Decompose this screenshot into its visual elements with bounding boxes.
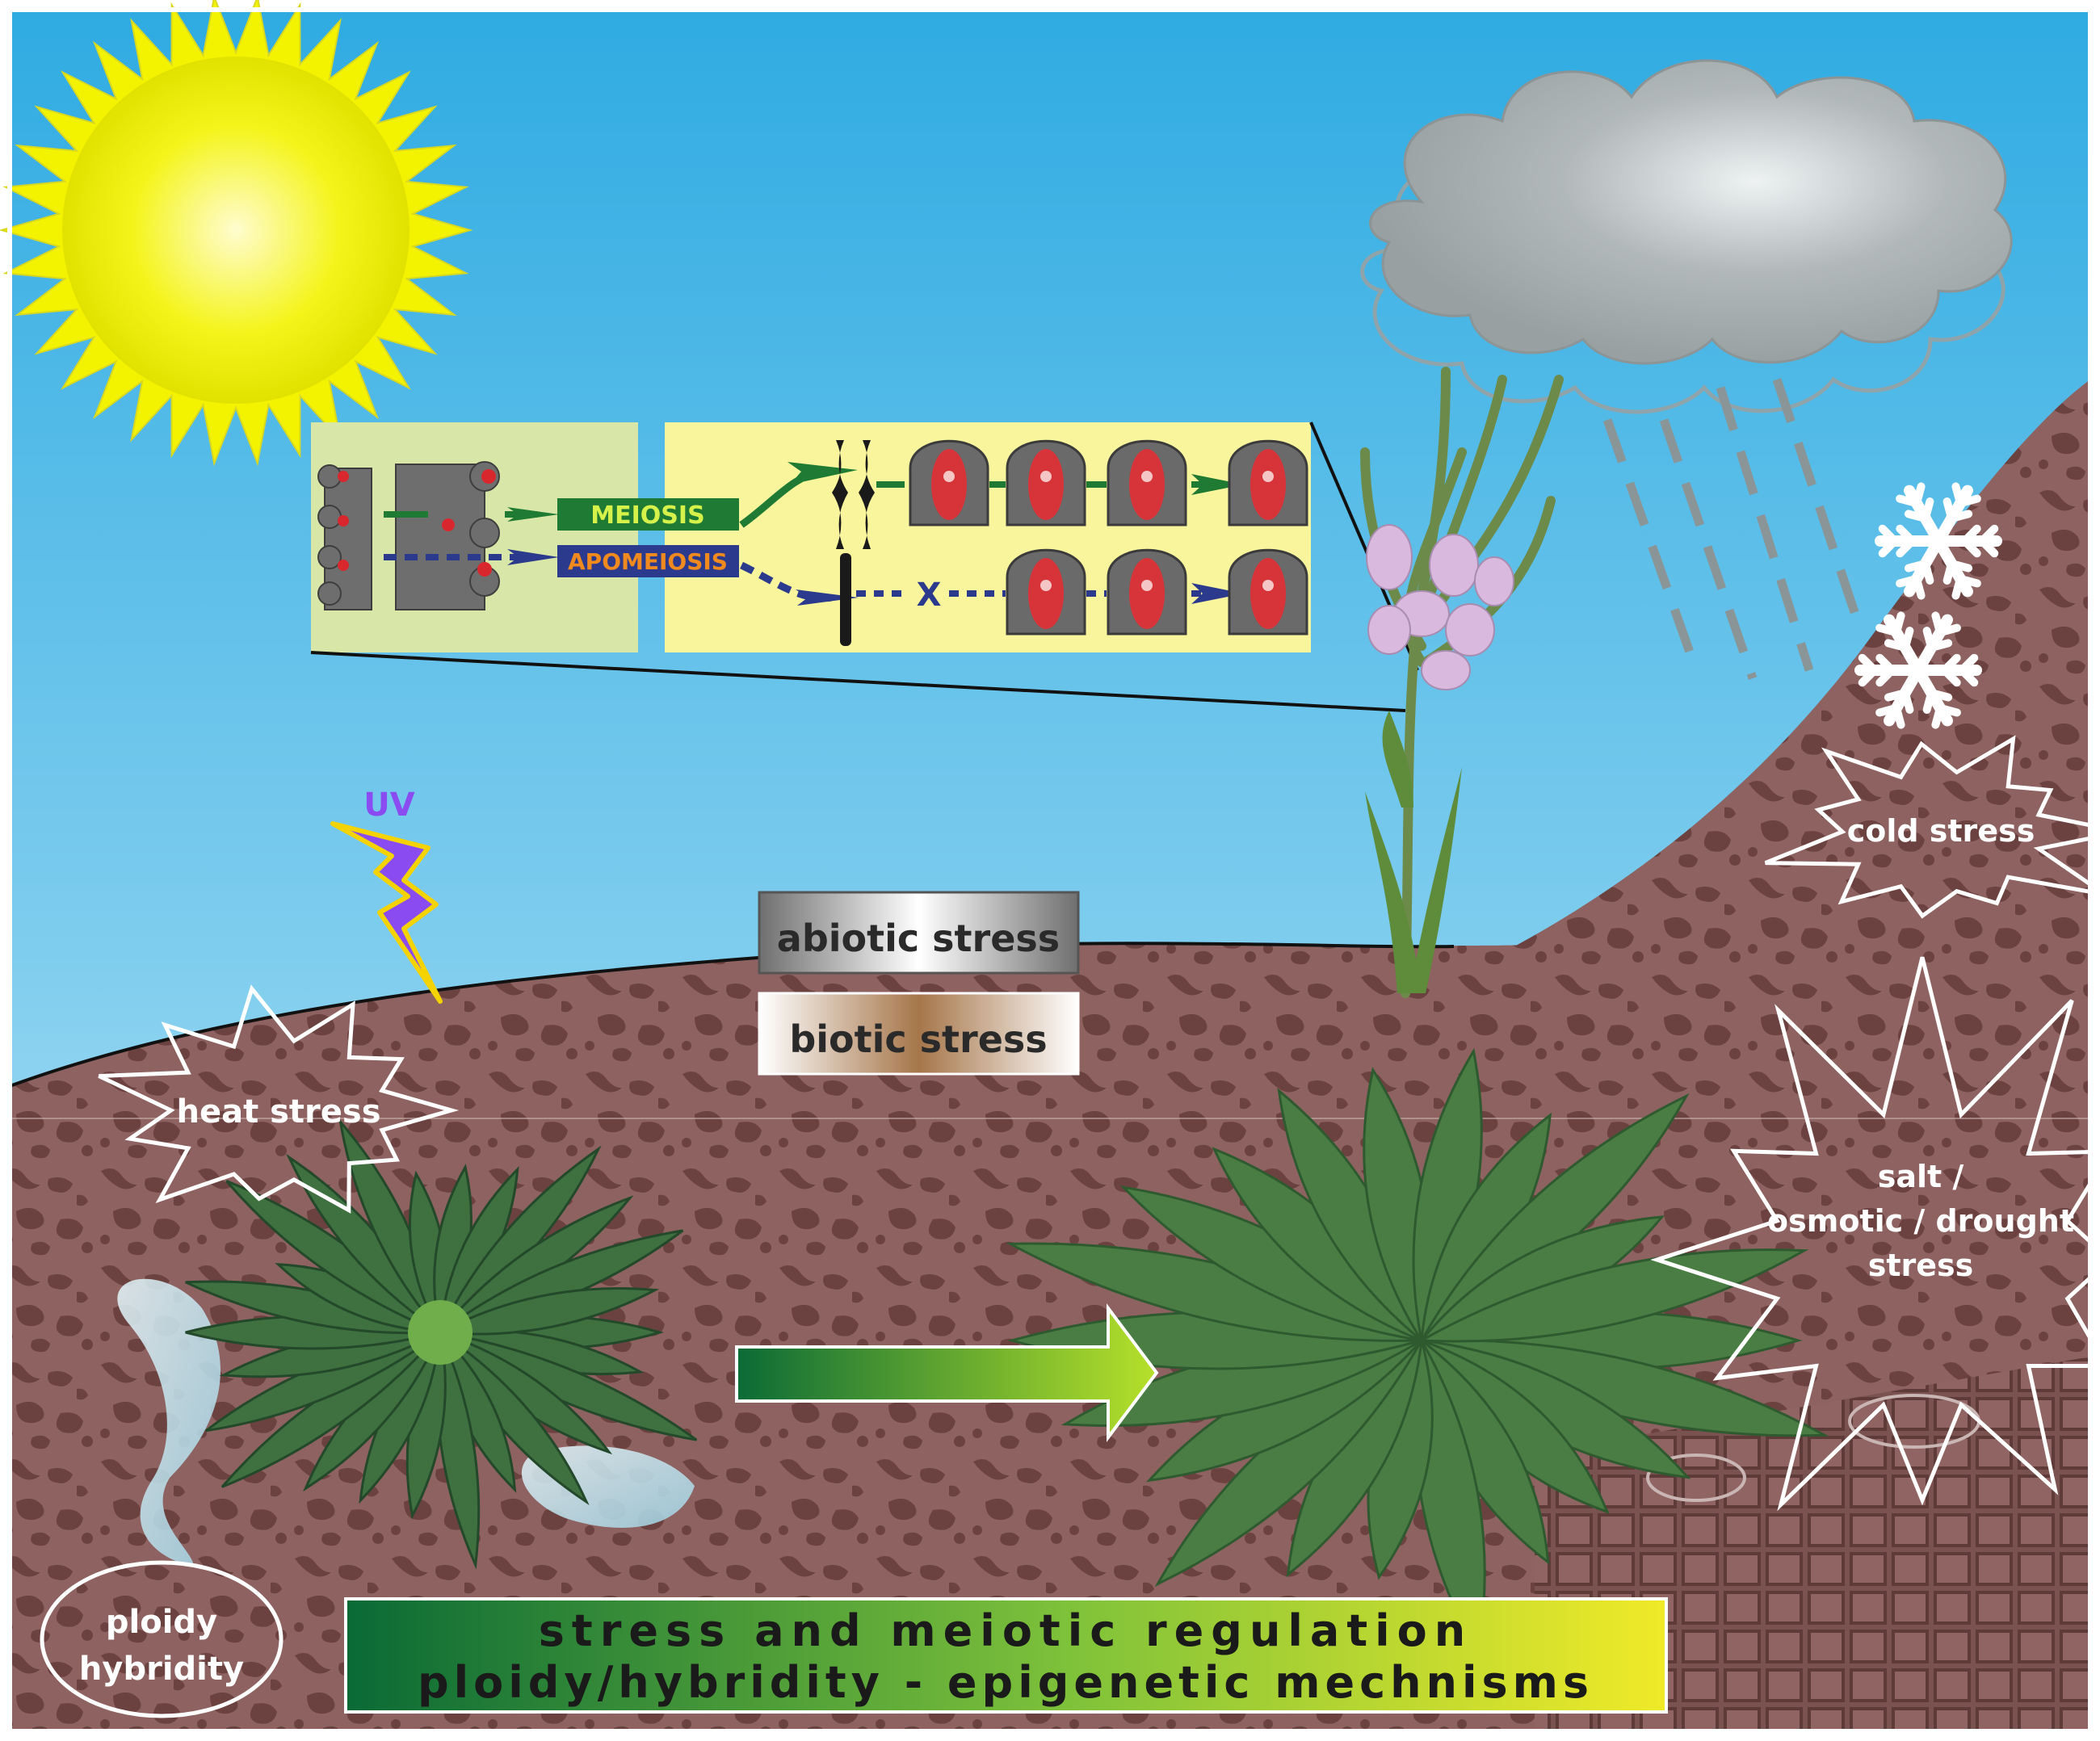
sun-icon — [0, 0, 473, 467]
soil-ring — [1646, 1454, 1746, 1502]
heat-stress-label: heat stress — [176, 1093, 380, 1131]
heat-stress-burst — [98, 984, 460, 1214]
biotic-stress-box: biotic stress — [758, 992, 1080, 1076]
flowering-plant — [1006, 367, 1829, 1658]
zoom-line — [310, 651, 1406, 712]
abiotic-stress-label: abiotic stress — [777, 917, 1060, 960]
salt-stress-label-line3: stress — [1868, 1248, 1974, 1283]
biotic-stress-label: biotic stress — [789, 1017, 1047, 1061]
salt-stress-burst — [1650, 956, 2100, 1512]
cracked-soil — [1535, 1357, 2090, 1731]
gametophyte-panel — [665, 422, 1311, 652]
meiosis-label: MEIOSIS — [590, 501, 704, 530]
apomeiosis-block-marker: X — [917, 577, 942, 614]
cold-stress-burst — [1764, 735, 2100, 919]
banner-line1: stress and meiotic regulation — [539, 1605, 1472, 1656]
uv-lightning-icon — [330, 821, 443, 1004]
cold-stress-label: cold stress — [1847, 813, 2035, 849]
water-droplet — [117, 1278, 220, 1567]
uv-label: UV — [363, 787, 414, 824]
banner-line2: ploidy/hybridity - epigenetic mechnisms — [418, 1657, 1594, 1708]
ploidy-label-line1: ploidy — [106, 1604, 217, 1641]
apomeiosis-box — [557, 545, 739, 577]
rain-icon — [1602, 378, 1863, 680]
abiotic-stress-box: abiotic stress — [758, 891, 1080, 975]
summary-banner: stress and meiotic regulation ploidy/hyb… — [344, 1597, 1668, 1714]
frame — [7, 7, 2093, 1734]
ploidy-hybridity-badge: ploidy hybridity — [40, 1560, 284, 1718]
salt-stress-label-line1: salt / — [1878, 1159, 1964, 1194]
salt-stress-label-line2: osmotic / drought — [1767, 1203, 2074, 1239]
growth-arrow — [735, 1303, 1159, 1442]
ploidy-label-line2: hybridity — [79, 1651, 244, 1688]
cloud-icon — [1360, 59, 2013, 414]
meiosis-panel: MEIOSIS APOMEIOSIS X — [311, 422, 1311, 652]
snowflake-icon — [1875, 482, 2002, 600]
apomeiosis-label: APOMEIOSIS — [568, 548, 728, 575]
meiosis-box — [557, 498, 739, 531]
snowflake-icon — [1854, 611, 1982, 729]
small-rosette-plant — [117, 1118, 698, 1570]
